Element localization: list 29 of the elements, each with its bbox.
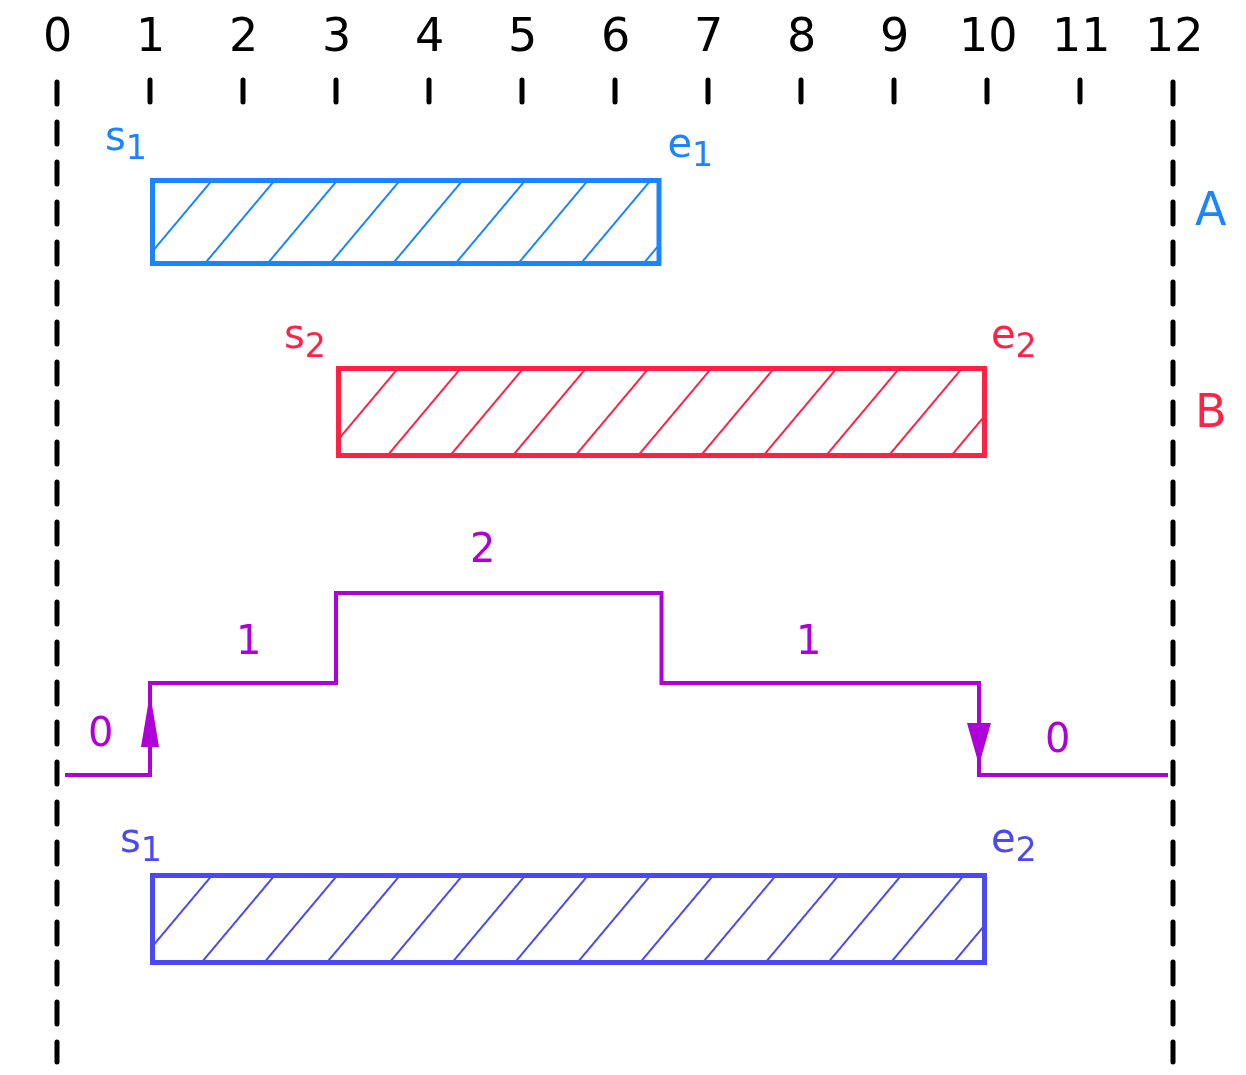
axis-tick-label: 5: [508, 12, 538, 58]
count-label: 1: [796, 620, 822, 660]
interval-bar: [336, 366, 987, 458]
axis-tick-label: 3: [322, 12, 352, 58]
interval-bar: [150, 178, 662, 266]
endpoint-label: s$_{1}$: [105, 116, 148, 165]
endpoint-label: e$_{1}$: [667, 123, 714, 172]
axis-tick-label: 12: [1145, 12, 1204, 58]
axis-tick-label: 8: [787, 12, 817, 58]
axis-tick-label: 0: [43, 12, 73, 58]
endpoint-label: s$_{2}$: [284, 314, 327, 363]
count-label: 0: [88, 712, 114, 752]
count-label: 2: [470, 528, 496, 568]
set-label: B: [1195, 388, 1227, 434]
axis-tick-label: 2: [229, 12, 259, 58]
endpoint-label: e$_{2}$: [991, 818, 1037, 867]
axis-tick-label: 10: [959, 12, 1018, 58]
count-label: 0: [1045, 718, 1071, 758]
axis-tick-label: 7: [694, 12, 724, 58]
count-label: 1: [236, 620, 262, 660]
endpoint-label: e$_{2}$: [991, 314, 1037, 363]
axis-tick-label: 1: [136, 12, 166, 58]
axis-tick-label: 6: [601, 12, 631, 58]
interval-bar: [150, 873, 987, 965]
set-label: A: [1195, 186, 1227, 232]
endpoint-label: s$_{1}$: [120, 818, 163, 867]
axis-tick-label: 4: [415, 12, 445, 58]
axis-tick-label: 11: [1052, 12, 1111, 58]
axis-tick-label: 9: [880, 12, 910, 58]
